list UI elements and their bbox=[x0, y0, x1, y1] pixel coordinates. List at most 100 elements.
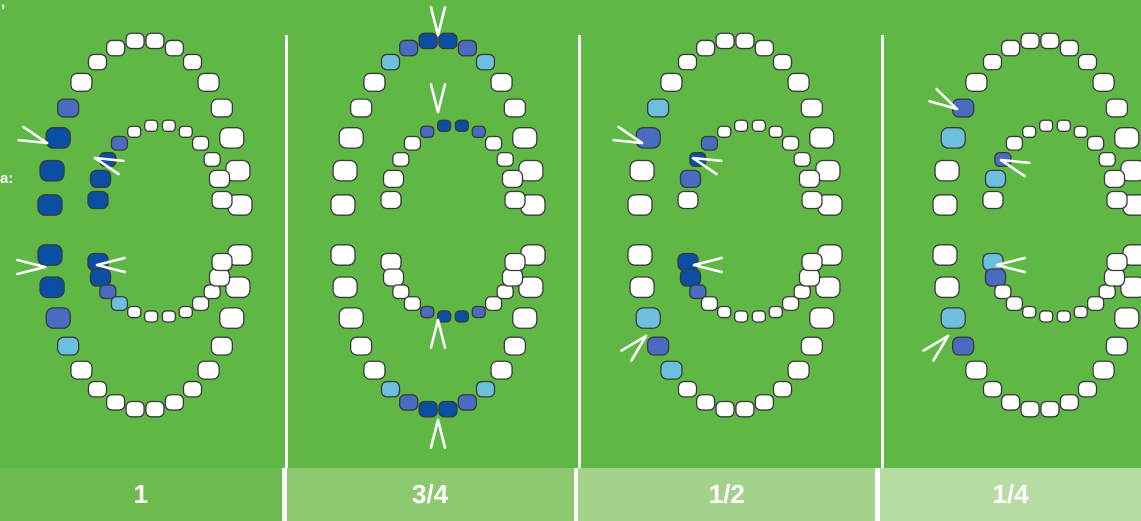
lower-inner-tooth bbox=[179, 307, 192, 318]
upper-outer-tooth bbox=[126, 33, 144, 48]
lower-inner-tooth bbox=[502, 269, 522, 286]
upper-inner-tooth bbox=[678, 192, 698, 209]
lower-inner-tooth bbox=[472, 307, 485, 318]
lower-inner-tooth bbox=[769, 307, 782, 318]
lower-outer-tooth bbox=[477, 382, 495, 397]
upper-outer-tooth bbox=[38, 195, 62, 215]
lower-outer-tooth bbox=[351, 337, 372, 355]
upper-inner-tooth bbox=[384, 170, 404, 187]
lower-inner-tooth bbox=[794, 285, 810, 299]
lower-outer-tooth bbox=[1115, 308, 1139, 328]
upper-outer-tooth bbox=[211, 99, 232, 117]
lower-inner-tooth bbox=[681, 269, 701, 286]
pointer-arrow bbox=[19, 127, 47, 143]
lower-inner-tooth bbox=[752, 311, 765, 322]
partial-text-middle: a: bbox=[0, 170, 13, 187]
upper-outer-tooth bbox=[339, 128, 363, 148]
lower-inner-tooth bbox=[735, 311, 748, 322]
lower-outer-tooth bbox=[220, 308, 244, 328]
upper-outer-tooth bbox=[184, 54, 202, 69]
upper-outer-tooth bbox=[89, 54, 107, 69]
upper-inner-tooth bbox=[983, 192, 1003, 209]
upper-inner-tooth bbox=[1006, 137, 1022, 151]
upper-outer-tooth bbox=[40, 160, 64, 180]
upper-outer-tooth bbox=[774, 54, 792, 69]
upper-outer-tooth bbox=[419, 33, 437, 48]
upper-inner-tooth bbox=[179, 126, 192, 137]
lower-outer-tooth bbox=[1060, 395, 1078, 410]
upper-inner-tooth bbox=[718, 126, 731, 137]
upper-outer-tooth bbox=[1106, 99, 1127, 117]
lower-outer-tooth bbox=[953, 337, 974, 355]
lower-inner-tooth bbox=[1040, 311, 1053, 322]
upper-inner-tooth bbox=[1023, 126, 1036, 137]
upper-outer-tooth bbox=[504, 99, 525, 117]
upper-inner-tooth bbox=[735, 120, 748, 131]
pointer-arrow bbox=[930, 89, 957, 109]
upper-outer-tooth bbox=[331, 195, 355, 215]
upper-inner-tooth bbox=[783, 137, 799, 151]
upper-outer-tooth bbox=[364, 73, 385, 91]
lower-inner-tooth bbox=[393, 285, 409, 299]
upper-inner-tooth bbox=[204, 153, 220, 167]
upper-inner-tooth bbox=[455, 120, 468, 131]
upper-inner-tooth bbox=[421, 126, 434, 137]
lower-inner-tooth bbox=[212, 254, 232, 271]
upper-inner-tooth bbox=[393, 153, 409, 167]
upper-inner-tooth bbox=[1107, 192, 1127, 209]
upper-inner-tooth bbox=[752, 120, 765, 131]
fraction-label: 3/4 bbox=[412, 479, 448, 510]
upper-outer-tooth bbox=[716, 33, 734, 48]
lower-outer-tooth bbox=[439, 402, 457, 417]
lower-outer-tooth bbox=[1093, 361, 1114, 379]
upper-outer-tooth bbox=[788, 73, 809, 91]
upper-inner-tooth bbox=[381, 192, 401, 209]
lower-outer-tooth bbox=[736, 402, 754, 417]
lower-inner-tooth bbox=[1099, 285, 1115, 299]
lower-inner-tooth bbox=[91, 269, 111, 286]
upper-inner-tooth bbox=[799, 170, 819, 187]
lower-outer-tooth bbox=[636, 308, 660, 328]
upper-outer-tooth bbox=[648, 99, 669, 117]
lower-outer-tooth bbox=[716, 402, 734, 417]
fraction-label: 1/2 bbox=[709, 479, 745, 510]
lower-outer-tooth bbox=[1079, 382, 1097, 397]
lower-outer-tooth bbox=[38, 245, 62, 265]
lower-outer-tooth bbox=[1021, 402, 1039, 417]
lower-outer-tooth bbox=[504, 337, 525, 355]
lower-outer-tooth bbox=[935, 277, 959, 297]
lower-inner-tooth bbox=[505, 254, 525, 271]
lower-outer-tooth bbox=[966, 361, 987, 379]
pointer-arrow bbox=[431, 7, 445, 35]
fraction-cell-3-4: 3/4 bbox=[287, 468, 574, 521]
upper-inner-tooth bbox=[794, 153, 810, 167]
upper-outer-tooth bbox=[220, 128, 244, 148]
lower-inner-tooth bbox=[497, 285, 513, 299]
lower-outer-tooth bbox=[984, 382, 1002, 397]
lower-inner-tooth bbox=[381, 254, 401, 271]
lower-outer-tooth bbox=[198, 361, 219, 379]
lower-outer-tooth bbox=[126, 402, 144, 417]
lower-outer-tooth bbox=[364, 361, 385, 379]
partial-text-top: , bbox=[1, 0, 5, 11]
fraction-cell-1-2: 1/2 bbox=[578, 468, 875, 521]
panel-divider bbox=[881, 35, 884, 468]
lower-outer-tooth bbox=[1002, 395, 1020, 410]
dental-arch-diagram bbox=[0, 0, 1141, 468]
upper-inner-tooth bbox=[681, 170, 701, 187]
upper-outer-tooth bbox=[1021, 33, 1039, 48]
lower-inner-tooth bbox=[193, 297, 209, 311]
lower-inner-tooth bbox=[384, 269, 404, 286]
upper-outer-tooth bbox=[935, 160, 959, 180]
upper-outer-tooth bbox=[165, 40, 183, 55]
upper-outer-tooth bbox=[1060, 40, 1078, 55]
upper-inner-tooth bbox=[145, 120, 158, 131]
upper-inner-tooth bbox=[497, 153, 513, 167]
upper-outer-tooth bbox=[146, 33, 164, 48]
lower-inner-tooth bbox=[1006, 297, 1022, 311]
upper-inner-tooth bbox=[212, 192, 232, 209]
lower-outer-tooth bbox=[58, 337, 79, 355]
lower-outer-tooth bbox=[801, 337, 822, 355]
lower-inner-tooth bbox=[111, 297, 127, 311]
lower-inner-tooth bbox=[1107, 254, 1127, 271]
